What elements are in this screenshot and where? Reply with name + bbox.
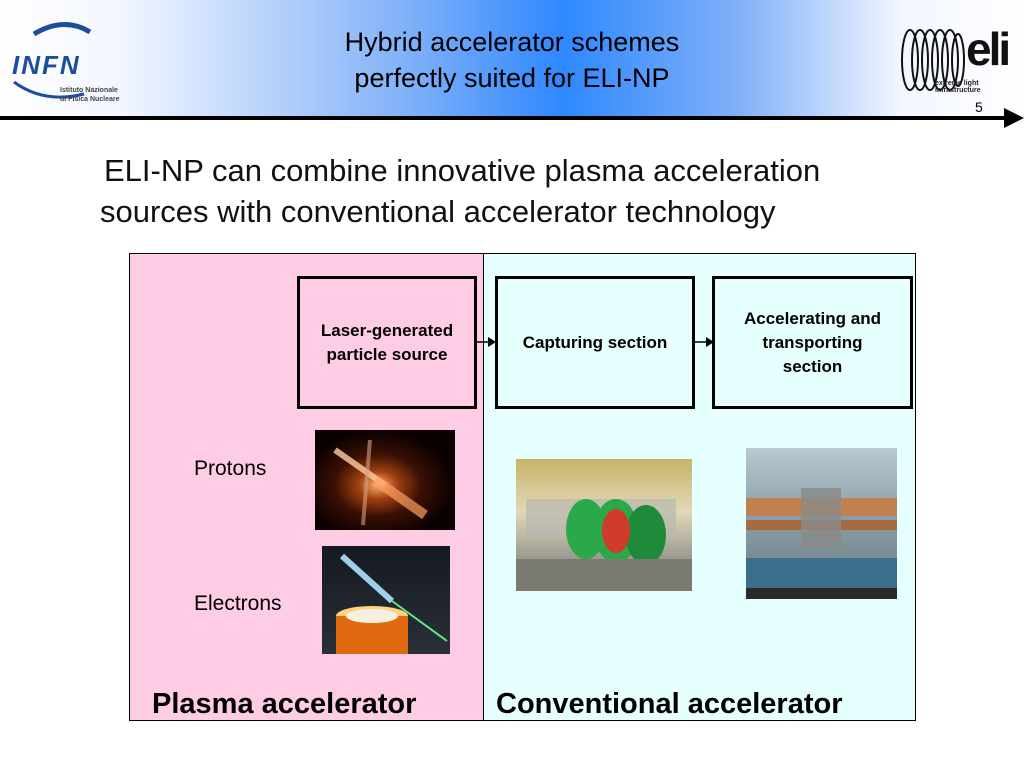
infn-logo-arc <box>13 22 92 99</box>
stage-capturing-section: Capturing section <box>495 276 695 409</box>
electron-beam-photo <box>322 546 450 654</box>
stage-accelerating-transporting: Accelerating and transporting section <box>712 276 913 409</box>
eli-logo-text: eli <box>966 23 1011 75</box>
eli-logo-subtitle: extreme light infrastructure <box>935 80 981 94</box>
stage-laser-particle-source: Laser-generated particle source <box>297 276 477 409</box>
infn-logo-subtitle: Istituto Nazionale di Fisica Nucleare <box>60 87 120 103</box>
eli-logo <box>896 24 1020 96</box>
slide-number: 5 <box>975 99 983 115</box>
header-divider-arrowhead <box>1004 108 1024 128</box>
plasma-accelerator-label: Plasma accelerator <box>152 688 417 720</box>
conventional-accelerator-label: Conventional accelerator <box>496 688 843 720</box>
proton-beam-photo <box>315 430 455 530</box>
accelerating-section-photo <box>746 448 897 599</box>
eli-logo-waves <box>901 29 965 91</box>
protons-label: Protons <box>194 457 267 480</box>
capturing-section-photo <box>516 459 692 591</box>
slide-title: Hybrid accelerator schemes perfectly sui… <box>344 27 680 93</box>
arrow-source-to-capture <box>474 337 496 347</box>
slide-header: INFN Istituto Nazionale di Fisica Nuclea… <box>0 0 1024 118</box>
arrow-capture-to-accelerate <box>692 337 714 347</box>
infn-logo: INFN Istituto Nazionale di Fisica Nuclea… <box>4 12 124 103</box>
infn-logo-text: INFN <box>12 50 81 80</box>
header-divider <box>0 116 1010 120</box>
lead-text: ELI-NP can combine innovative plasma acc… <box>100 153 821 229</box>
electrons-label: Electrons <box>194 592 282 615</box>
